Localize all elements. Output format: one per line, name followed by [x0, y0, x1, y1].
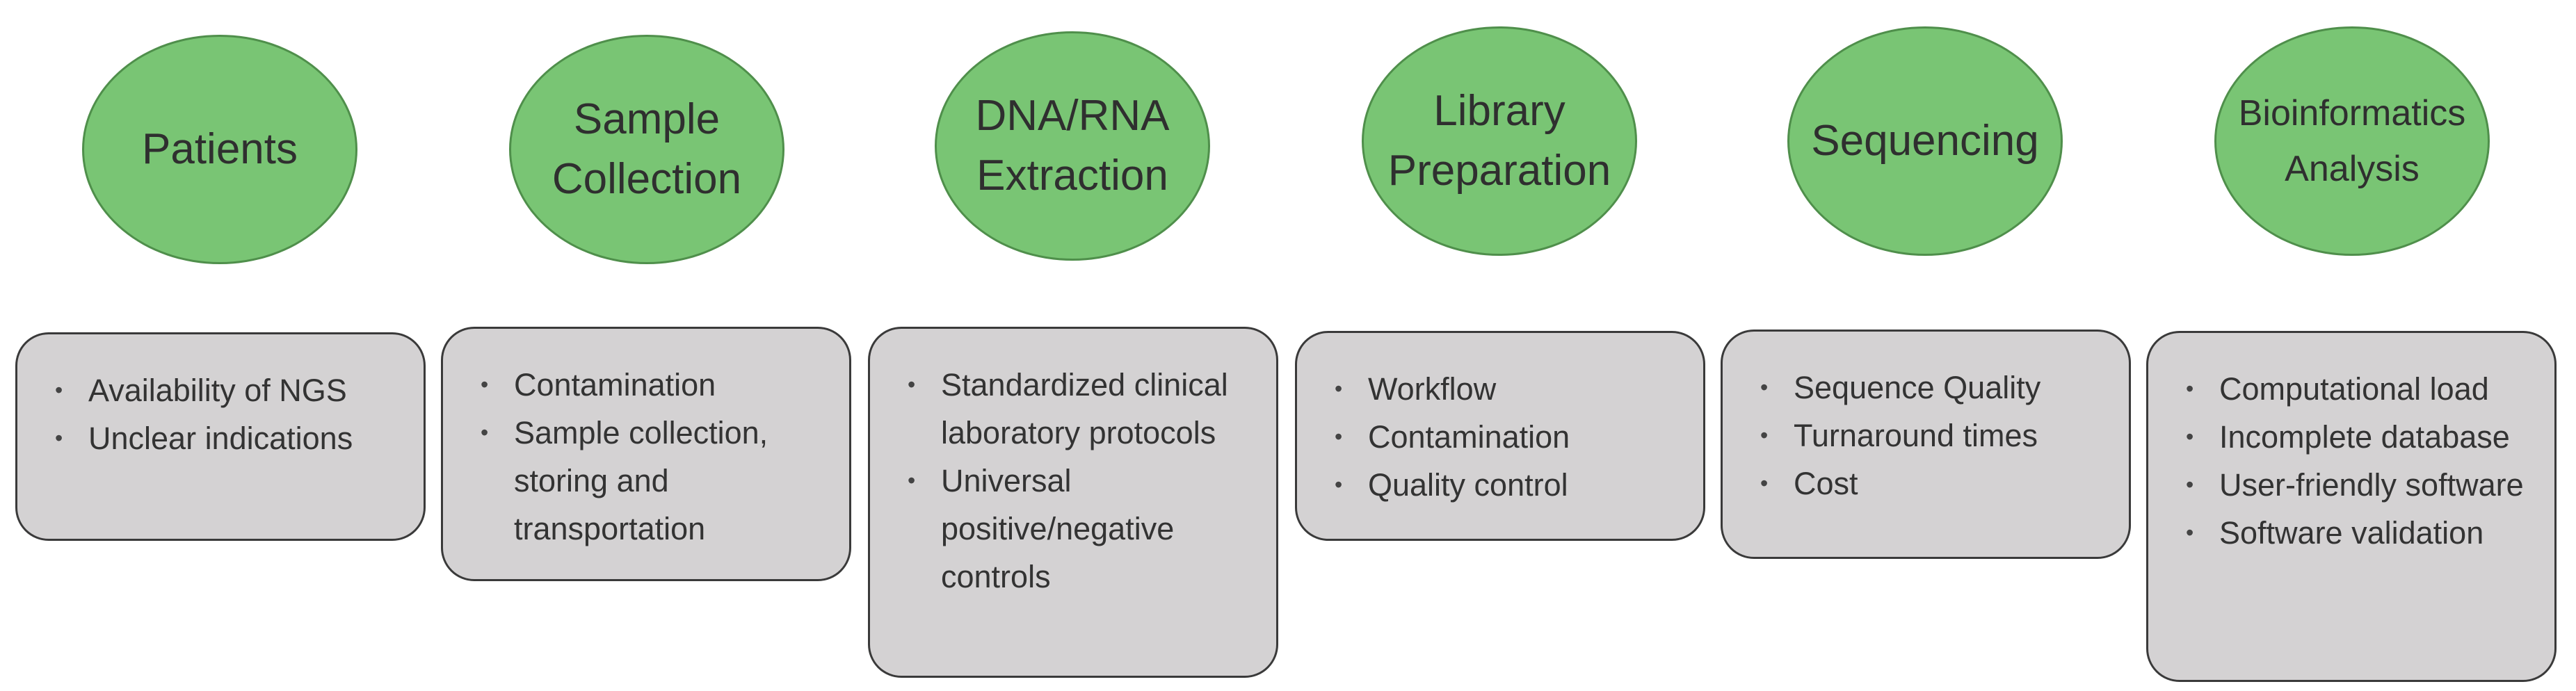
- challenge-card-dna-rna-extraction: Standardized clinical laboratory protoco…: [868, 327, 1278, 678]
- challenge-item: Sequence Quality: [1750, 364, 2115, 412]
- challenge-item: Incomplete database: [2176, 413, 2541, 461]
- stage-ellipse-bioinformatics-analysis: Bioinformatics Analysis: [2214, 26, 2490, 256]
- challenge-item: Cost: [1750, 460, 2115, 507]
- challenge-item: User-friendly software: [2176, 461, 2541, 509]
- challenge-list: Contamination Sample collection, storing…: [471, 361, 835, 553]
- challenge-card-sample-collection: Contamination Sample collection, storing…: [441, 327, 851, 581]
- challenge-item: Quality control: [1325, 461, 1689, 509]
- stage-title-line: Preparation: [1387, 147, 1611, 195]
- challenge-item: Workflow: [1325, 365, 1689, 413]
- challenge-card-patients: Availability of NGS Unclear indications: [15, 332, 426, 541]
- challenge-list: Workflow Contamination Quality control: [1325, 365, 1689, 509]
- stage-title: DNA/RNA Extraction: [975, 86, 1169, 206]
- challenge-list: Computational load Incomplete database U…: [2176, 365, 2541, 557]
- challenge-list: Sequence Quality Turnaround times Cost: [1750, 364, 2115, 507]
- challenge-item: Computational load: [2176, 365, 2541, 413]
- challenge-card-library-preparation: Workflow Contamination Quality control: [1295, 331, 1705, 541]
- stage-title-line: Library: [1433, 87, 1565, 135]
- challenge-item: Unclear indications: [45, 414, 410, 462]
- stage-ellipse-library-preparation: Library Preparation: [1362, 26, 1637, 256]
- stage-title-line: Bioinformatics: [2238, 93, 2466, 133]
- challenge-list: Availability of NGS Unclear indications: [45, 366, 410, 462]
- challenge-card-sequencing: Sequence Quality Turnaround times Cost: [1721, 330, 2131, 559]
- challenge-item: Universal positive/negative controls: [898, 457, 1262, 601]
- stage-ellipse-dna-rna-extraction: DNA/RNA Extraction: [935, 31, 1210, 261]
- challenge-list: Standardized clinical laboratory protoco…: [898, 361, 1262, 601]
- stage-ellipse-sample-collection: Sample Collection: [509, 35, 784, 264]
- stage-title-line: DNA/RNA: [975, 92, 1170, 140]
- challenge-item: Contamination: [471, 361, 835, 409]
- stage-title-line: Extraction: [976, 152, 1168, 200]
- challenge-item: Software validation: [2176, 509, 2541, 557]
- stage-title-line: Collection: [552, 155, 742, 203]
- challenge-item: Sample collection, storing and transport…: [471, 409, 835, 553]
- challenge-item: Availability of NGS: [45, 366, 410, 414]
- challenge-card-bioinformatics-analysis: Computational load Incomplete database U…: [2146, 331, 2557, 682]
- stage-ellipse-sequencing: Sequencing: [1787, 26, 2063, 256]
- challenge-item: Contamination: [1325, 413, 1689, 461]
- stage-title: Sequencing: [1811, 111, 2039, 171]
- stage-title: Bioinformatics Analysis: [2239, 86, 2466, 197]
- stage-title-line: Patients: [141, 125, 298, 173]
- stage-title: Sample Collection: [552, 90, 741, 209]
- stage-title: Library Preparation: [1388, 81, 1611, 201]
- stage-title-line: Sample: [573, 95, 721, 143]
- stage-ellipse-patients: Patients: [82, 35, 357, 264]
- stage-title-line: Analysis: [2285, 149, 2420, 189]
- challenge-item: Turnaround times: [1750, 412, 2115, 460]
- stage-title: Patients: [142, 120, 298, 179]
- stage-title-line: Sequencing: [1811, 117, 2039, 165]
- challenge-item: Standardized clinical laboratory protoco…: [898, 361, 1262, 457]
